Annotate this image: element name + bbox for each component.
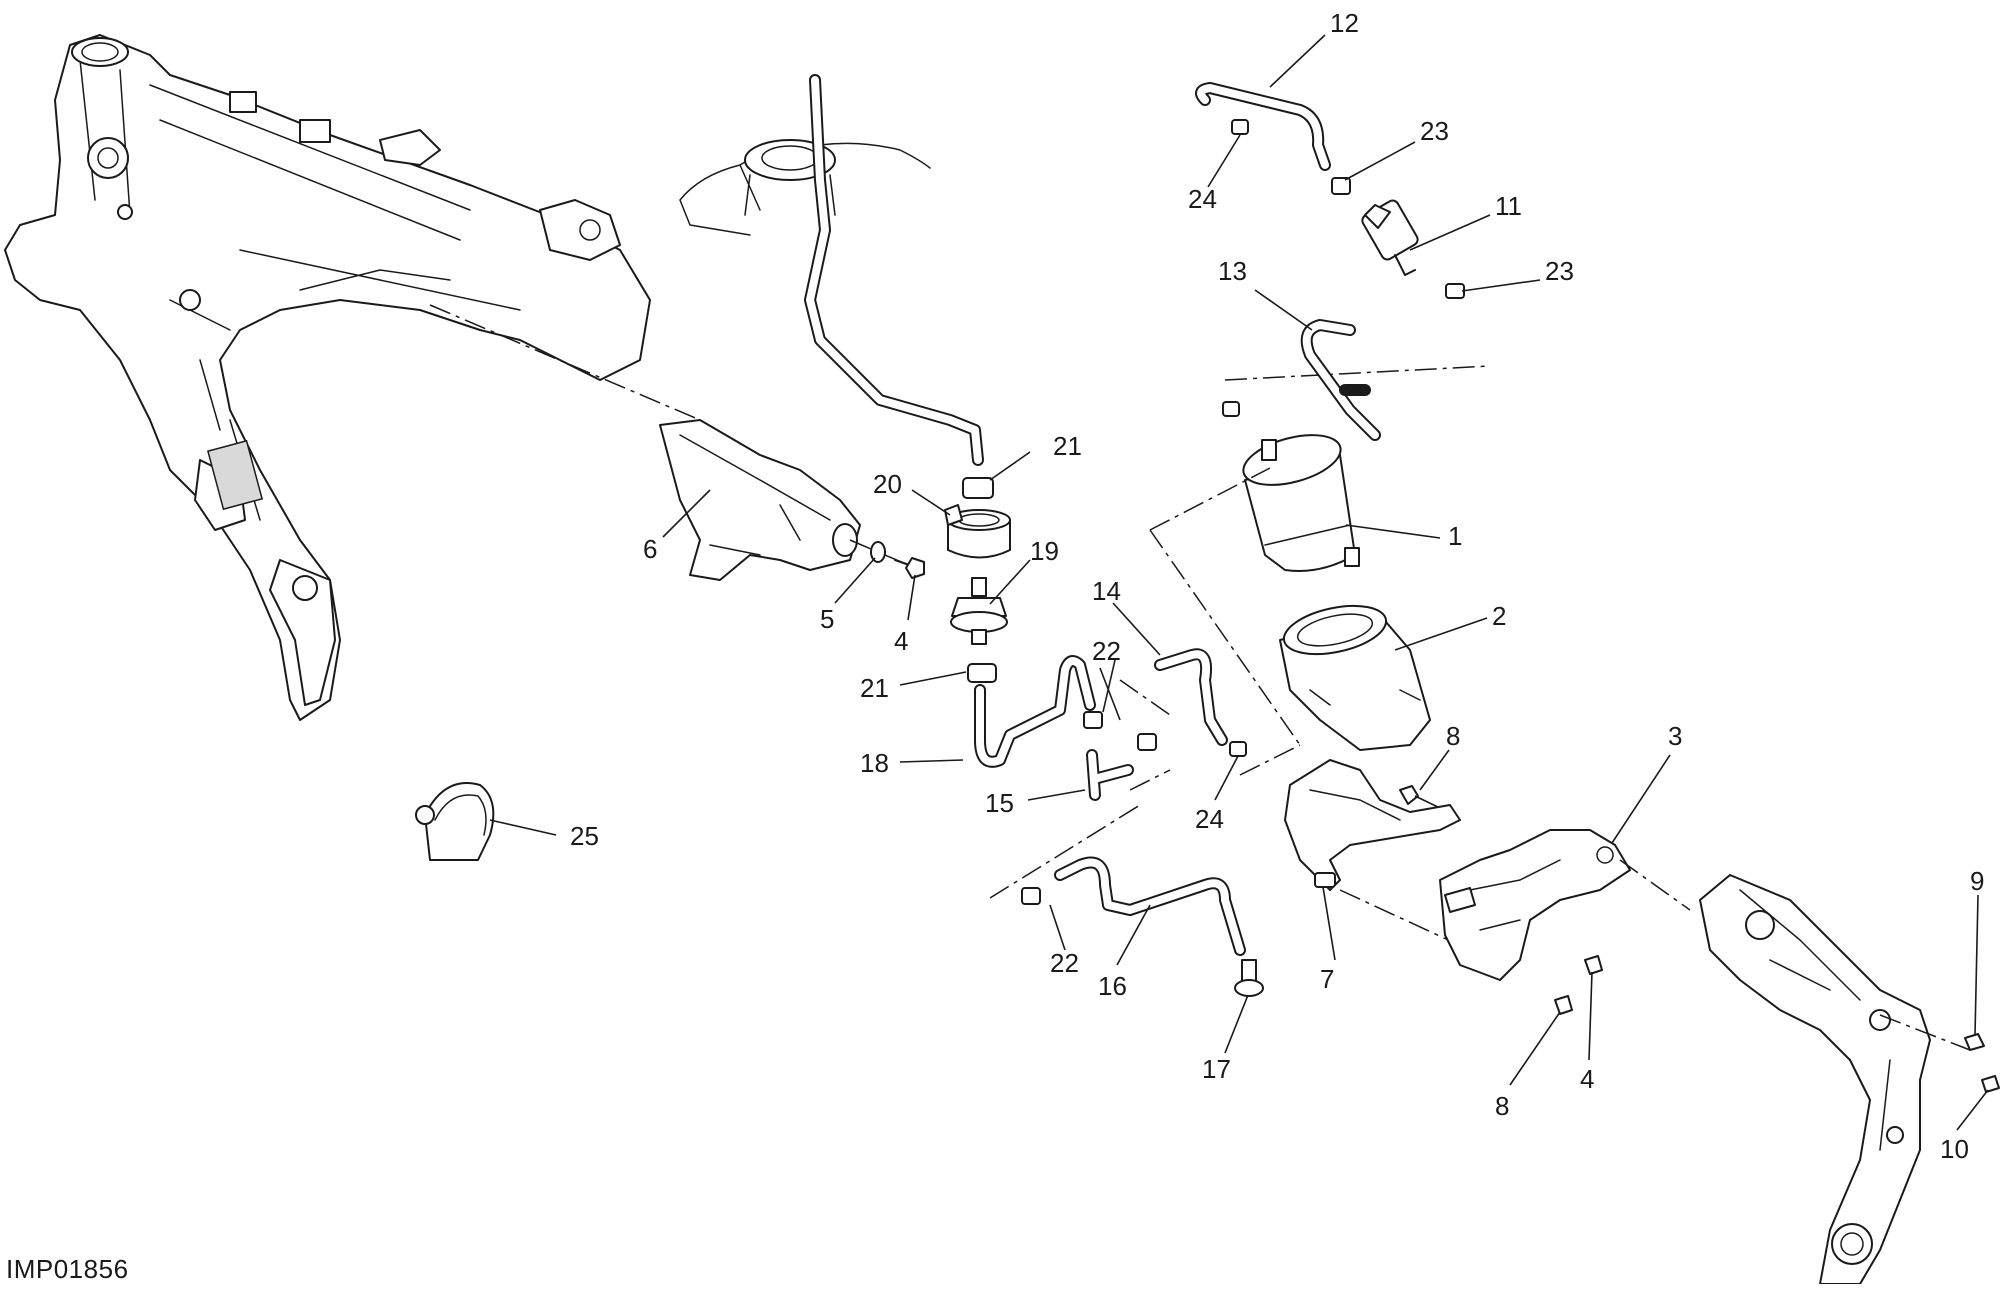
screw-part-8-lower <box>1554 995 1573 1015</box>
callout-22-lower: 22 <box>1050 948 1079 978</box>
fitting-part-17 <box>1234 959 1264 997</box>
callout-8-lower: 8 <box>1495 1091 1509 1121</box>
screw-part-4-lower <box>1584 955 1603 975</box>
callout-labels: 12 23 24 11 23 13 1 2 8 3 9 7 4 8 10 24 … <box>570 8 1984 1164</box>
callout-23-upper: 23 <box>1420 116 1449 146</box>
callout-20: 20 <box>873 469 902 499</box>
hose-part-13 <box>1300 319 1381 441</box>
callout-8-upper: 8 <box>1446 721 1460 751</box>
hose-part-16 <box>1054 856 1246 956</box>
clamp-part-24-mid <box>1229 741 1247 757</box>
callout-22-upper: 22 <box>1092 636 1121 666</box>
callout-10: 10 <box>1940 1134 1969 1164</box>
callout-9: 9 <box>1970 866 1984 896</box>
reference-code: IMP01856 <box>6 1254 129 1284</box>
callout-21-upper: 21 <box>1053 431 1082 461</box>
hose-part-18 <box>974 655 1096 768</box>
clamp-part-22-lower <box>1021 887 1041 905</box>
assembly-line <box>1619 859 1691 911</box>
fuel-tank-filler <box>679 139 931 236</box>
screw-part-10 <box>1981 1075 2000 1093</box>
bracket-part-6 <box>659 419 861 581</box>
assembly-line <box>1879 1014 1971 1051</box>
vent-tube <box>804 74 984 466</box>
callout-3: 3 <box>1668 721 1682 751</box>
callout-18: 18 <box>860 748 889 778</box>
rollover-valve-part-20 <box>944 504 1011 559</box>
callout-21-lower: 21 <box>860 673 889 703</box>
assembly-line <box>1129 769 1171 791</box>
assembly-line <box>1149 529 1301 746</box>
assembly-line <box>1149 467 1271 531</box>
screw-part-9 <box>1964 1033 1985 1051</box>
callout-12: 12 <box>1330 8 1359 38</box>
callout-19: 19 <box>1030 536 1059 566</box>
callout-24-mid: 24 <box>1195 804 1224 834</box>
callout-4-upper: 4 <box>894 626 908 656</box>
assembly-line <box>429 304 701 421</box>
callout-13: 13 <box>1218 256 1247 286</box>
screw-part-8-upper <box>1399 785 1441 809</box>
callout-4-lower: 4 <box>1580 1064 1594 1094</box>
clamp-part-25 <box>415 782 495 861</box>
assembly-line <box>1224 365 1491 381</box>
hose-part-12 <box>1195 82 1331 171</box>
callout-1: 1 <box>1448 521 1462 551</box>
main-frame <box>4 34 651 721</box>
callout-25: 25 <box>570 821 599 851</box>
callout-2: 2 <box>1492 601 1506 631</box>
washer-part-5 <box>870 541 886 563</box>
callout-24-upper: 24 <box>1188 184 1217 214</box>
canister-part-1 <box>1242 434 1360 572</box>
callout-23-lower: 23 <box>1545 256 1574 286</box>
callout-5: 5 <box>820 604 834 634</box>
callout-11: 11 <box>1495 191 1522 221</box>
rear-frame <box>1699 874 1931 1285</box>
callout-17: 17 <box>1202 1054 1231 1084</box>
assembly-line <box>989 804 1141 899</box>
clamp-part-24-upper <box>1231 119 1249 135</box>
valve-part-19 <box>950 577 1008 645</box>
canister-holder-part-2 <box>1279 604 1431 751</box>
callout-15: 15 <box>985 788 1014 818</box>
heat-shield-part-7 <box>1284 759 1461 891</box>
callout-7: 7 <box>1320 964 1334 994</box>
solenoid-valve-part-11 <box>1361 199 1419 276</box>
clamp-part-21-lower <box>967 663 997 683</box>
callout-14: 14 <box>1092 576 1121 606</box>
callout-6: 6 <box>643 534 657 564</box>
callout-16: 16 <box>1098 971 1127 1001</box>
clamp-part-23-lower <box>1445 283 1465 299</box>
clamp-part-canister-top <box>1222 401 1240 417</box>
assembly-line <box>1119 679 1171 716</box>
bracket-part-3 <box>1439 829 1631 981</box>
hose-part-14 <box>1154 648 1228 746</box>
tee-fitting-part-15 <box>1083 711 1157 801</box>
screw-part-4 <box>894 557 925 579</box>
clamp-part-21-upper <box>962 477 994 499</box>
clamp-part-23-upper <box>1331 177 1351 195</box>
assembly-line <box>1239 744 1301 776</box>
leader-lines <box>489 34 1989 1131</box>
